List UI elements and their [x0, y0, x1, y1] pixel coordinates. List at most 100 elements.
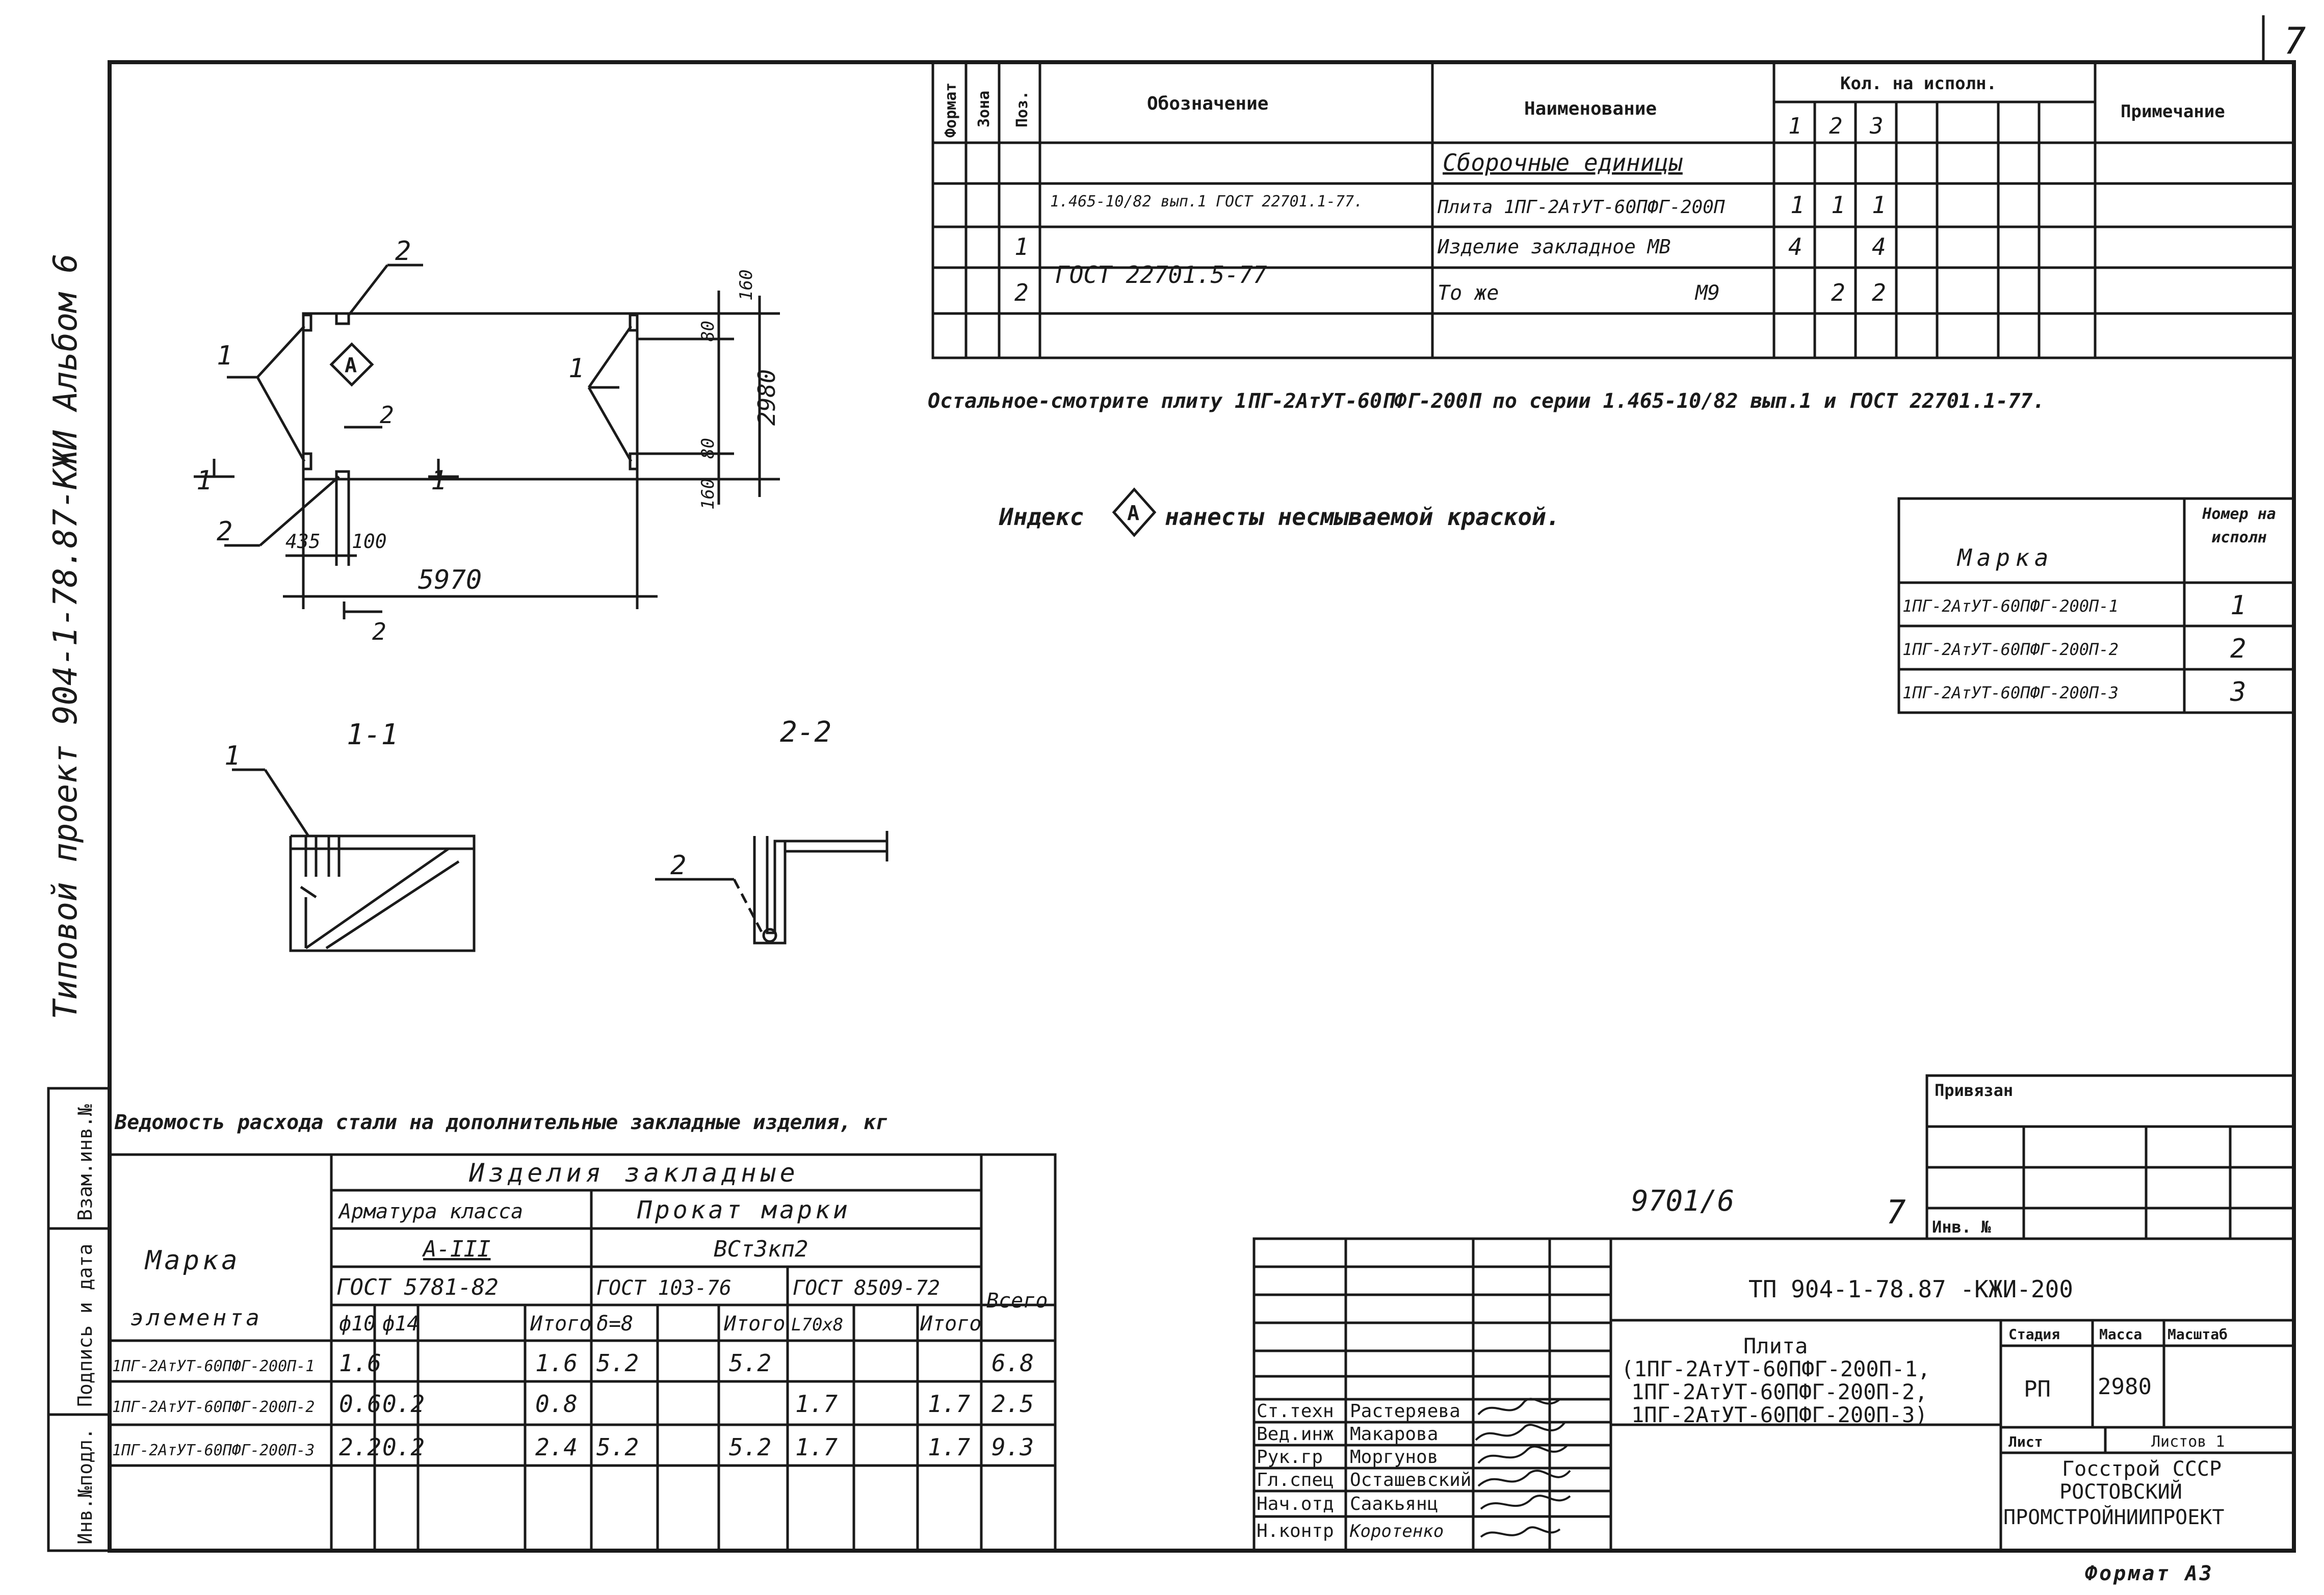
strip-vzam: Взам.инв.№: [74, 1104, 96, 1221]
plan-callout-1-right: 1: [568, 353, 584, 384]
spec-h-q3: 3: [1869, 113, 1884, 139]
title-sheet-label: Лист: [2008, 1433, 2043, 1450]
steel-sub-0: ф10: [339, 1312, 376, 1336]
spec-h-qty: Кол. на исполн.: [1840, 73, 1997, 94]
steel-r1-total: 6.8: [991, 1349, 1034, 1377]
plan-callout-1-left: 1: [217, 341, 232, 371]
page-number: 7: [2284, 19, 2306, 62]
title-mass: 2980: [2098, 1374, 2152, 1400]
privyazan-inv: Инв. №: [1932, 1217, 1991, 1237]
plan-dim-80-top: 80: [698, 321, 718, 342]
mark-table: [1897, 497, 2295, 714]
plan-dim-435: 435: [285, 530, 321, 553]
steel-r2-c7: 1.7: [795, 1390, 838, 1418]
plan-section-2-top: 2: [380, 401, 394, 429]
steel-r2-c3: 0.8: [535, 1390, 578, 1418]
plan-dim-width: 2980: [753, 369, 780, 426]
title-org-1: РОСТОВСКИЙ: [2059, 1479, 2182, 1504]
section-1-1-callout: 1: [224, 741, 240, 771]
steel-r1-c4: 5.2: [596, 1349, 639, 1377]
strip-podpis: Подпись и дата: [74, 1244, 96, 1407]
steel-r2-total: 2.5: [991, 1390, 1034, 1418]
spec-r3-q3: 2: [1872, 279, 1886, 306]
section-1-1-title: 1-1: [347, 718, 398, 751]
title-name-3: 1ПГ-2АтУТ-60ПФГ-200П-3): [1631, 1402, 1928, 1427]
person-name-4: Саакьянц: [1350, 1494, 1438, 1514]
person-role-5: Н.контр: [1257, 1521, 1334, 1541]
steel-sub-7: L70х8: [791, 1315, 843, 1335]
steel-sub-4: δ=8: [596, 1312, 633, 1336]
title-code: ТП 904-1-78.87 -КЖИ-200: [1748, 1275, 2073, 1303]
person-name-1: Макарова: [1350, 1424, 1438, 1445]
spec-r2-pos: 1: [1014, 233, 1029, 260]
svg-text:А: А: [345, 354, 357, 377]
spec-r3-q2: 2: [1831, 279, 1845, 306]
mark-table-h1: Марка: [1956, 544, 2053, 571]
spec-h-format: Формат: [942, 83, 960, 138]
spec-h-zone: Зона: [975, 91, 993, 127]
steel-r1-c0: 1.6: [339, 1349, 381, 1377]
spec-r2-q3: 4: [1872, 233, 1886, 260]
mark-row2-mark: 1ПГ-2АтУТ-60ПФГ-200П-2: [1902, 640, 2119, 659]
title-block: [1252, 1237, 2295, 1552]
mark-row1-mark: 1ПГ-2АтУТ-60ПФГ-200П-1: [1902, 596, 2119, 616]
mark-row2-num: 2: [2230, 634, 2246, 664]
title-stage-label: Стадия: [2008, 1326, 2060, 1343]
person-role-2: Рук.гр: [1257, 1447, 1323, 1468]
steel-r2-mark: 1ПГ-2АтУТ-60ПФГ-200П-2: [112, 1398, 315, 1416]
person-name-5: Коротенко: [1349, 1521, 1444, 1541]
spec-h-designation: Обозначение: [1147, 93, 1268, 114]
spec-r1-q3: 1: [1872, 191, 1886, 219]
spec-r3-pos: 2: [1014, 279, 1029, 306]
title-org-0: Госстрой СССР: [2062, 1457, 2222, 1481]
spec-h-q2: 2: [1829, 113, 1843, 139]
plan-callout-2-top: 2: [395, 236, 411, 267]
steel-sub-6: Итого: [723, 1312, 785, 1336]
spec-r3-name: То же М9: [1438, 281, 1720, 305]
spec-r1-designation: 1.465-10/82 вып.1 ГОСТ 22701.1-77.: [1050, 193, 1363, 211]
steel-sub-3: Итого: [530, 1312, 591, 1336]
index-diamond-note: А: [1112, 487, 1157, 537]
spec-table: [931, 61, 2295, 359]
steel-r3-c7: 1.7: [795, 1433, 838, 1461]
steel-table: [108, 1153, 1057, 1552]
steel-h-total: Всего: [986, 1289, 1048, 1313]
archive-no: 9701/6: [1631, 1185, 1734, 1218]
steel-r1-c3: 1.6: [535, 1349, 578, 1377]
steel-h-prokat: Прокат марки: [637, 1196, 851, 1224]
note-2-post: нанесты несмываемой краской.: [1165, 503, 1560, 531]
person-role-3: Гл.спец: [1257, 1470, 1334, 1491]
steel-r1-mark: 1ПГ-2АтУТ-60ПФГ-200П-1: [112, 1357, 315, 1375]
steel-r3-c6: 5.2: [729, 1433, 771, 1461]
person-role-0: Ст.техн: [1257, 1401, 1334, 1422]
person-name-0: Растеряева: [1350, 1401, 1460, 1422]
steel-h-mark2: элемента: [130, 1305, 263, 1331]
steel-r3-c3: 2.4: [535, 1433, 578, 1461]
person-name-3: Осташевский: [1350, 1470, 1471, 1491]
signatures: [1475, 1398, 1571, 1538]
steel-r3-c1: 0.2: [382, 1433, 425, 1461]
steel-h-group: Изделия закладные: [468, 1158, 799, 1188]
person-role-1: Вед.инж: [1257, 1424, 1334, 1445]
spec-r2-name: Изделие закладное МВ: [1437, 236, 1671, 258]
steel-r2-c9: 1.7: [928, 1390, 970, 1418]
steel-r1-c6: 5.2: [729, 1349, 771, 1377]
steel-sub-9: Итого: [920, 1312, 981, 1336]
steel-h-gost8509: ГОСТ 8509-72: [793, 1276, 940, 1300]
section-2-2-callout: 2: [670, 850, 686, 881]
spec-r0-name: Сборочные единицы: [1443, 149, 1683, 176]
section-2-2-title: 2-2: [780, 716, 831, 749]
spec-r1-q2: 1: [1831, 191, 1845, 219]
spec-r2-q1: 4: [1788, 233, 1803, 260]
plan-dim-80-bottom: 80: [698, 438, 718, 459]
steel-r2-c1: 0.2: [382, 1390, 425, 1418]
person-role-4: Нач.отд: [1257, 1494, 1334, 1514]
mark-table-h2: Номер на исполн: [2202, 505, 2276, 546]
spec-r1-name: Плита 1ПГ-2АтУТ-60ПФГ-200П: [1437, 197, 1725, 218]
svg-text:А: А: [1127, 502, 1139, 525]
steel-h-mark: Марка: [144, 1245, 241, 1276]
title-scale-label: Масштаб: [2168, 1326, 2228, 1343]
plan-section-1-left: 1: [196, 465, 212, 496]
format-label: Формат А3: [2085, 1562, 2214, 1585]
